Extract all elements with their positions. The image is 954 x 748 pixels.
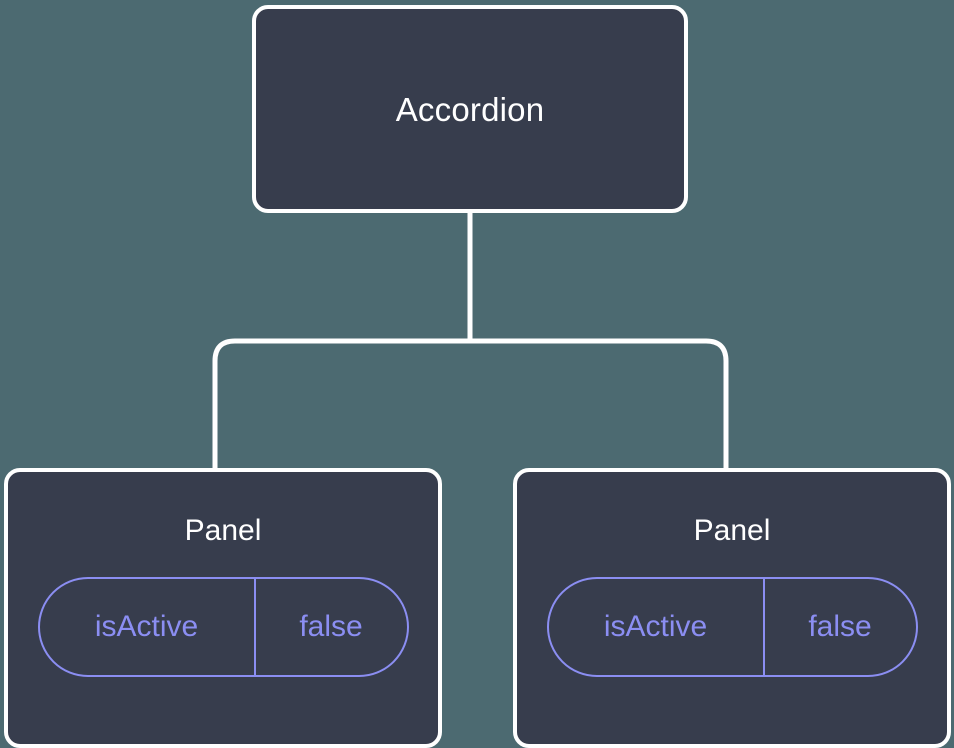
node-panel-2[interactable]: Panel isActive false [513,468,951,748]
prop-key-isactive-1: isActive [40,579,256,675]
edge-root-to-panel-2 [470,338,729,470]
edge-root-to-panel-1 [212,338,470,470]
prop-badge-isactive-2[interactable]: isActive false [546,577,918,677]
node-panel-1-label: Panel [184,514,262,547]
prop-value-isactive-1: false [299,610,363,643]
node-panel-2-label: Panel [693,514,771,547]
prop-key-isactive-2: isActive [549,579,765,675]
node-accordion[interactable]: Accordion [252,5,688,213]
prop-badge-isactive-1[interactable]: isActive false [37,577,409,677]
node-panel-1[interactable]: Panel isActive false [4,468,442,748]
node-accordion-label: Accordion [395,90,545,128]
prop-value-isactive-2: false [808,610,872,643]
